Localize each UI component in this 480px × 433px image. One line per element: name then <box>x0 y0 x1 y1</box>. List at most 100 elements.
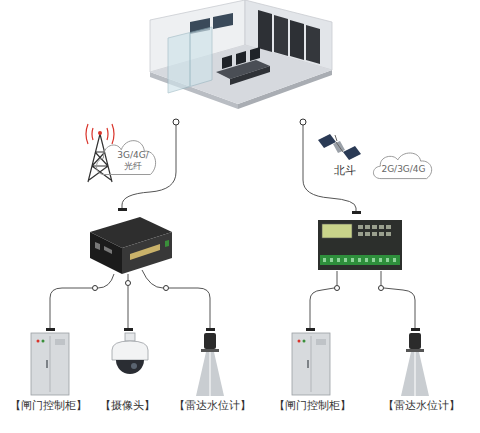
telemetry-terminal <box>323 258 326 262</box>
video-recorder <box>95 242 100 250</box>
gate-cabinet <box>311 336 312 392</box>
satellite <box>335 135 337 141</box>
wire-end <box>118 208 127 211</box>
gate-cabinet <box>316 339 326 345</box>
control-room <box>306 25 320 64</box>
control-room <box>222 55 232 69</box>
control-room <box>168 27 212 93</box>
video-recorder <box>90 232 122 274</box>
gate-cabinet <box>31 333 69 395</box>
video-recorder <box>104 246 112 254</box>
radar-level-meter <box>414 352 416 396</box>
wire-end <box>124 328 133 331</box>
gate-cabinet <box>55 339 65 345</box>
device-label: 【摄像头】 <box>100 399 155 412</box>
video-recorder <box>130 244 160 260</box>
gate-cabinet <box>292 333 330 395</box>
gate-cabinet <box>307 360 309 368</box>
telemetry-terminal <box>358 232 363 236</box>
telemetry-terminal <box>323 258 396 262</box>
wires <box>50 288 92 330</box>
wire-end <box>46 208 420 331</box>
wires <box>169 288 210 330</box>
video-recorder <box>90 217 172 274</box>
radar-level-meter <box>401 333 429 396</box>
telemetry-terminal <box>320 255 400 265</box>
gate-cabinet <box>42 340 45 343</box>
satellite <box>318 134 361 160</box>
control-room <box>274 15 288 56</box>
telemetry-terminal <box>318 220 402 270</box>
gate-cabinet <box>298 340 301 343</box>
control-room <box>150 0 332 109</box>
gate-cabinet <box>303 340 306 343</box>
telemetry-terminal <box>330 258 333 262</box>
dome-camera <box>131 363 137 369</box>
wire-joint <box>173 119 179 125</box>
satellite <box>336 142 343 152</box>
control-room <box>230 66 270 85</box>
wire-joint <box>335 286 340 291</box>
telemetry-terminal <box>386 232 391 236</box>
control-room <box>236 51 246 65</box>
cloud-outline <box>373 153 431 179</box>
control-room <box>213 13 233 29</box>
telemetry-terminal <box>358 258 361 262</box>
radar-level-meter <box>209 352 211 396</box>
telemetry-terminal <box>379 258 382 262</box>
telemetry-terminal <box>393 258 396 262</box>
satellite <box>318 134 336 148</box>
signal-tower <box>107 128 108 140</box>
control-room <box>290 20 304 60</box>
gate-cabinet <box>37 340 40 343</box>
cloud-node: 3G/4G/光纤 <box>92 134 160 179</box>
radar-level-meter <box>201 349 219 352</box>
telemetry-terminal <box>372 232 377 236</box>
telemetry-terminal <box>358 225 363 229</box>
telemetry-terminal <box>372 225 377 229</box>
telemetry-terminal <box>322 224 352 238</box>
wire-joint <box>379 286 384 291</box>
network-label: 3G/4G/光纤 <box>116 150 150 172</box>
device-label: 【雷达水位计】 <box>174 399 251 412</box>
wire-end <box>352 211 361 214</box>
telemetry-terminal <box>379 232 384 236</box>
wires <box>98 274 114 288</box>
radar-level-meter <box>409 333 421 349</box>
signal-tower <box>98 131 102 135</box>
wire-end <box>206 328 215 331</box>
radar-level-meter <box>401 352 429 396</box>
video-recorder <box>165 240 169 247</box>
cloud-outline <box>97 141 156 175</box>
gate-cabinet <box>31 333 69 395</box>
telemetry-terminal <box>358 225 391 236</box>
control-room <box>190 33 191 86</box>
control-room <box>250 47 260 61</box>
network-label: 2G/3G/4G <box>381 164 426 175</box>
telemetry-terminal <box>372 258 375 262</box>
wires <box>128 286 129 330</box>
telemetry-terminal <box>337 258 340 262</box>
signal-tower <box>92 128 93 140</box>
signal-tower <box>112 124 114 144</box>
signal-tower <box>86 124 88 144</box>
telemetry-terminal <box>365 232 370 236</box>
gate-cabinet <box>50 336 51 392</box>
gate-cabinet <box>292 333 330 395</box>
control-room <box>258 10 272 52</box>
wires <box>303 125 356 212</box>
wires <box>128 274 129 280</box>
device-label: 【闸门控制柜】 <box>10 399 87 412</box>
telemetry-terminal <box>386 225 391 229</box>
wire-end <box>46 328 55 331</box>
wires <box>337 271 338 285</box>
device-label: 【雷达水位计】 <box>383 399 460 412</box>
radar-level-meter <box>204 333 216 349</box>
wires <box>50 125 415 330</box>
wires <box>384 288 415 330</box>
wires <box>381 271 382 285</box>
video-recorder <box>122 232 172 274</box>
satellite <box>343 146 361 160</box>
wire-joint <box>300 119 306 125</box>
